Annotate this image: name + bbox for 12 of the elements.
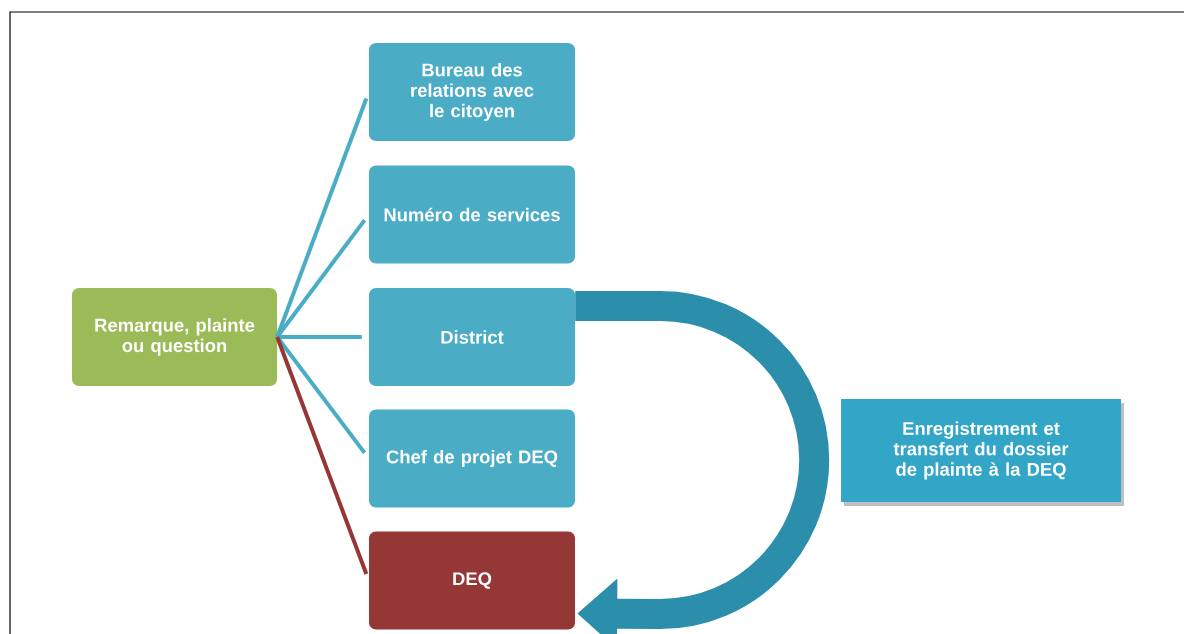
connector-line [275, 336, 369, 575]
process-box: Bureau des relations avec le citoyen [369, 43, 575, 141]
info-box: Enregistrement et transfert du dossier de plainte à la DEQ [841, 399, 1124, 506]
curved-arrow [575, 291, 830, 634]
connector-line [275, 218, 367, 339]
process-box: Remarque, plainte ou question [72, 288, 277, 386]
process-box: Numéro de services [369, 165, 575, 264]
connector-line [275, 97, 369, 338]
process-box: District [369, 288, 575, 386]
process-box: Chef de projet DEQ [369, 409, 575, 508]
connector-line [277, 335, 362, 339]
process-box: DEQ [369, 531, 575, 630]
